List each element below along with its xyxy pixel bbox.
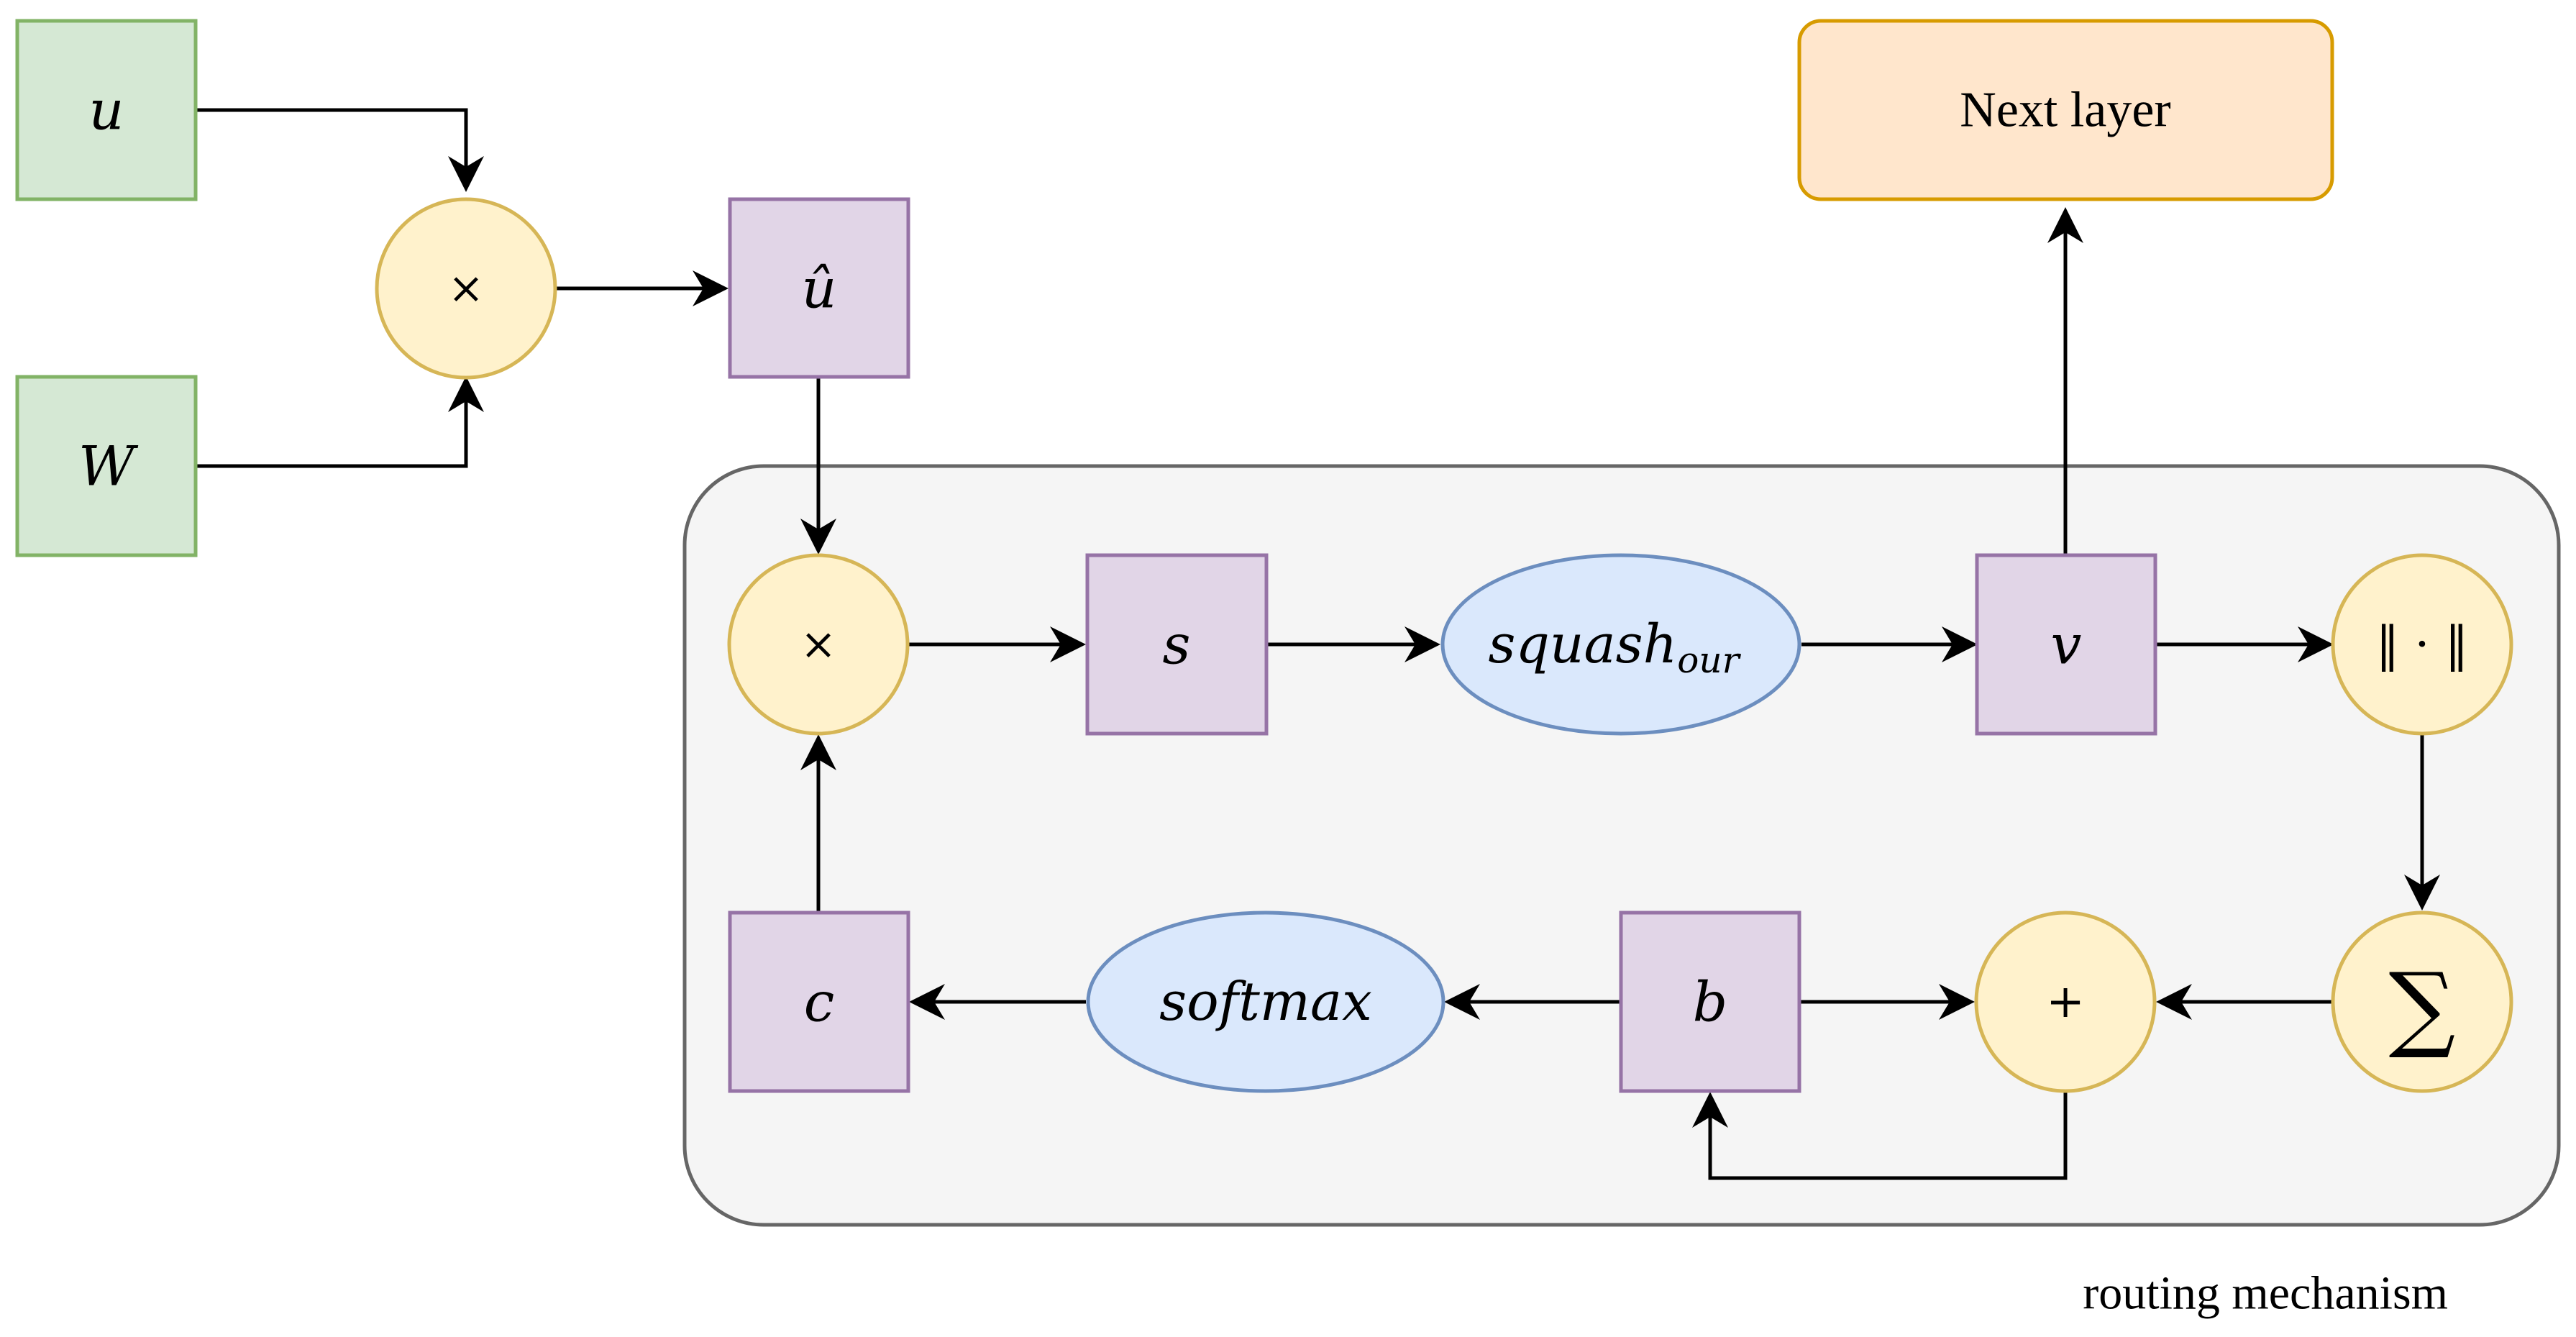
node-multiply-inner: ×: [727, 553, 910, 736]
node-u-hat: û: [728, 197, 910, 379]
svg-text:×: ×: [800, 619, 836, 670]
edges: [196, 108, 2440, 1180]
svg-text:s: s: [1162, 613, 1190, 677]
node-v: v: [1975, 553, 2157, 736]
node-s: s: [1085, 553, 1269, 736]
svg-text:∑: ∑: [2389, 952, 2456, 1062]
edge-W-to-mult: [196, 376, 484, 468]
svg-text:Next layer: Next layer: [1960, 83, 2170, 138]
svg-text:c: c: [804, 970, 835, 1034]
node-multiply-top: ×: [375, 197, 557, 380]
node-softmax: softmax: [1086, 911, 1445, 1093]
edge-plus-to-b: [1692, 1091, 2068, 1180]
node-norm: ‖ · ‖: [2331, 553, 2513, 736]
svg-text:b: b: [1693, 970, 1728, 1034]
node-plus: +: [1974, 911, 2157, 1093]
edge-u-to-mult: [196, 108, 484, 192]
node-c: c: [728, 911, 910, 1093]
svg-text:squashour: squashour: [1489, 613, 1742, 681]
node-sum: ∑: [2331, 911, 2513, 1093]
node-next-layer: Next layer: [1797, 19, 2334, 201]
svg-text:softmax: softmax: [1159, 971, 1372, 1033]
node-squash: squashour: [1440, 553, 1801, 736]
node-b: b: [1619, 911, 1801, 1093]
node-W: W: [15, 375, 198, 557]
svg-text:+: +: [2046, 975, 2085, 1028]
node-u: u: [15, 19, 198, 201]
svg-text:û: û: [802, 257, 837, 321]
svg-text:‖ · ‖: ‖ · ‖: [2376, 617, 2469, 672]
routing-mechanism-label: routing mechanism: [2083, 1267, 2448, 1320]
squash-subscript: our: [1677, 639, 1741, 681]
svg-text:W: W: [78, 434, 139, 498]
svg-text:×: ×: [448, 263, 484, 314]
svg-text:u: u: [89, 78, 124, 142]
squash-label: squash: [1489, 613, 1678, 675]
svg-text:v: v: [2051, 613, 2082, 677]
